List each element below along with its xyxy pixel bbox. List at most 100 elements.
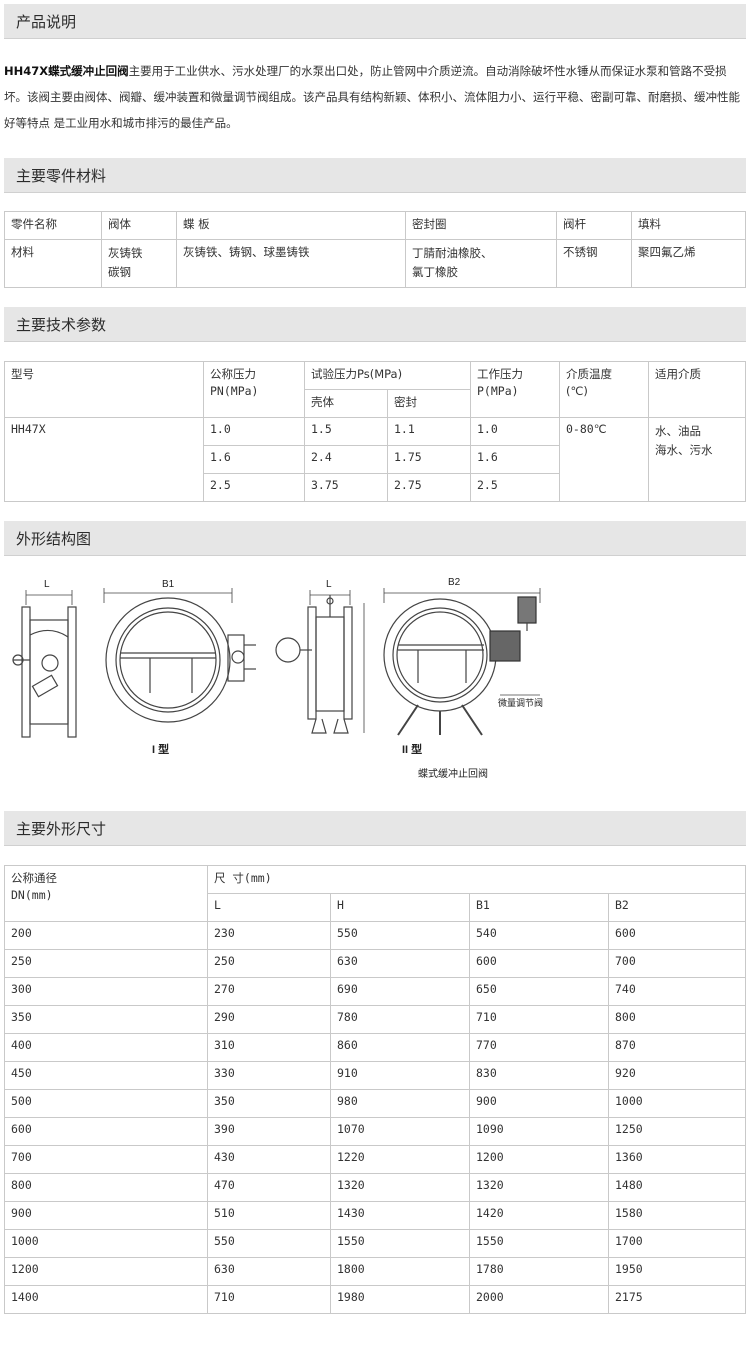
table-cell: 700 [4, 1145, 208, 1174]
table-cell: 1.6 [203, 445, 305, 474]
table-cell: 3.75 [304, 473, 388, 502]
table-cell: 350 [4, 1005, 208, 1034]
cell-line: 水、油品 [655, 424, 701, 438]
table-cell: 450 [4, 1061, 208, 1090]
table-cell: 920 [608, 1061, 746, 1090]
table-cell: 1550 [330, 1229, 470, 1258]
cell-line: 工作压力 [477, 367, 523, 381]
table-cell: 390 [207, 1117, 331, 1146]
table-cell: 650 [469, 977, 609, 1006]
table-cell: 600 [608, 921, 746, 950]
table-cell: 1780 [469, 1257, 609, 1286]
table-cell: 740 [608, 977, 746, 1006]
table-row: HH47X 1.0 1.5 1.1 1.0 0-80℃ 水、油品海水、污水 [4, 417, 746, 502]
table-cell: 1000 [608, 1089, 746, 1118]
cell-line: 碳钢 [108, 265, 131, 279]
table-cell: 工作压力 P(MPa) [470, 361, 560, 418]
table-cell: 430 [207, 1145, 331, 1174]
cell-line: PN(MPa) [210, 384, 259, 398]
section-header-dims: 主要外形尺寸 [4, 811, 746, 846]
type2-side-view [275, 590, 365, 734]
table-cell: 2.5 [203, 473, 305, 502]
dim-label-l2: L [326, 579, 332, 590]
intro-text: 主要用于工业供水、污水处理厂的水泵出口处，防止管网中介质逆流。自动消除破坏性水锤… [4, 64, 740, 130]
intro-model-name: HH47X蝶式缓冲止回阀 [4, 64, 129, 78]
intro-paragraph: HH47X蝶式缓冲止回阀主要用于工业供水、污水处理厂的水泵出口处，防止管网中介质… [4, 58, 746, 136]
table-cell: 密封 [387, 389, 471, 418]
materials-table: 零件名称 阀体 蝶 板 密封圈 阀杆 填料 材料 灰铸铁碳钢 灰铸铁、铸钢、球墨… [4, 211, 746, 288]
table-cell: 500 [4, 1089, 208, 1118]
table-cell: 600 [469, 949, 609, 978]
table-cell: B1 [469, 893, 609, 922]
table-cell: 1800 [330, 1257, 470, 1286]
table-cell: 1000 [4, 1229, 208, 1258]
table-cell: 630 [330, 949, 470, 978]
table-cell: 聚四氟乙烯 [631, 239, 746, 288]
table-cell: 1200 [4, 1257, 208, 1286]
table-cell: 0-80℃ [559, 417, 649, 502]
table-cell: 蝶 板 [176, 211, 406, 240]
table-cell: 填料 [631, 211, 746, 240]
table-cell: 510 [207, 1201, 331, 1230]
table-row: L H B1 B2 [5, 893, 746, 922]
table-cell: 900 [469, 1089, 609, 1118]
table-cell: 阀杆 [556, 211, 632, 240]
type2-front-view [383, 588, 541, 736]
table-cell: 2.5 [470, 473, 560, 502]
type2-label: II 型 [402, 742, 422, 756]
table-cell: 1360 [608, 1145, 746, 1174]
table-row: 壳体 密封 [5, 389, 746, 418]
table-cell: 230 [207, 921, 331, 950]
table-cell: 310 [207, 1033, 331, 1062]
table-cell: 860 [330, 1033, 470, 1062]
table-cell: 290 [207, 1005, 331, 1034]
table-cell: 1950 [608, 1257, 746, 1286]
table-cell: 800 [608, 1005, 746, 1034]
table-cell: 1.6 [470, 445, 560, 474]
table-cell: 丁腈耐油橡胶、氯丁橡胶 [405, 239, 557, 288]
table-cell: 1980 [330, 1285, 470, 1314]
cell-line: DN(mm) [11, 888, 53, 902]
table-cell: 2175 [608, 1285, 746, 1314]
table-cell: 型号 [4, 361, 204, 418]
table-cell: 1.5 [304, 417, 388, 446]
table-cell: 灰铸铁、铸钢、球墨铸铁 [176, 239, 406, 288]
table-cell: 1070 [330, 1117, 470, 1146]
table-row: 零件名称 阀体 蝶 板 密封圈 阀杆 填料 [4, 211, 746, 240]
section-title-dims: 主要外形尺寸 [16, 820, 107, 838]
table-cell: 1430 [330, 1201, 470, 1230]
table-cell: 270 [207, 977, 331, 1006]
table-cell: 900 [4, 1201, 208, 1230]
table-cell: 250 [207, 949, 331, 978]
dim-label-b1: B1 [162, 579, 175, 590]
cell-line: 丁腈耐油橡胶、 [412, 246, 493, 260]
table-cell: 灰铸铁碳钢 [101, 239, 177, 288]
section-title-intro: 产品说明 [16, 13, 77, 31]
table-cell: 1420 [469, 1201, 609, 1230]
cell-line: P(MPa) [477, 384, 519, 398]
section-title-params: 主要技术参数 [16, 316, 107, 334]
table-cell: 2.4 [304, 445, 388, 474]
table-cell: 770 [469, 1033, 609, 1062]
table-cell: 试验压力Ps(MPa) [304, 361, 471, 390]
table-cell: 250 [4, 949, 208, 978]
table-cell: 1.75 [387, 445, 471, 474]
micro-valve-label: 微量调节阀 [498, 697, 543, 708]
table-cell: 1320 [330, 1173, 470, 1202]
table-cell: 1700 [608, 1229, 746, 1258]
table-row: 材料 灰铸铁碳钢 灰铸铁、铸钢、球墨铸铁 丁腈耐油橡胶、氯丁橡胶 不锈钢 聚四氟… [4, 239, 746, 288]
table-cell: B2 [608, 893, 746, 922]
cell-line: 海水、污水 [655, 443, 713, 457]
table-cell: 零件名称 [4, 211, 102, 240]
table-cell: 400 [4, 1033, 208, 1062]
table-cell: 1.0 [203, 417, 305, 446]
